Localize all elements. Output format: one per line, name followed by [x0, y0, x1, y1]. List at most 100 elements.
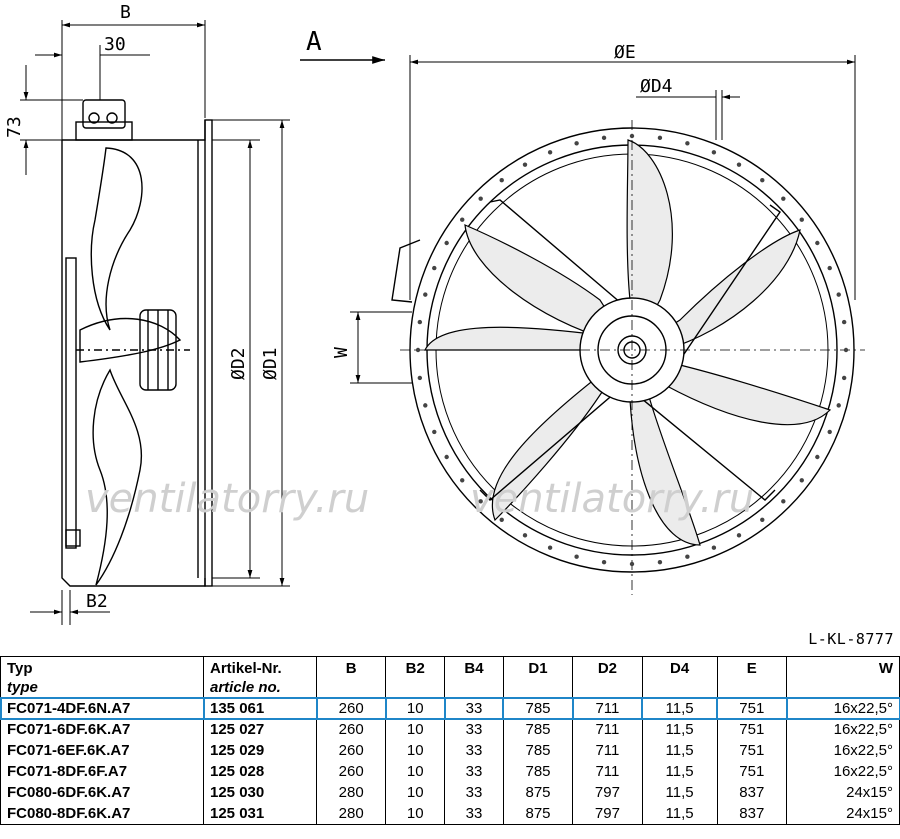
bolt-hole	[417, 375, 423, 381]
bolt-hole	[444, 454, 449, 460]
cell-d2: 711	[572, 719, 643, 740]
cell-d4: 11,5	[641, 761, 718, 782]
cell-d1: 785	[502, 719, 574, 740]
cell-b2: 10	[385, 761, 446, 782]
front-view	[391, 120, 865, 595]
col-article: Artikel-Nr.article no.	[203, 656, 317, 698]
cell-d2: 711	[571, 696, 644, 720]
cell-w: 16x22,5°	[786, 740, 900, 761]
col-d1: D1	[502, 656, 574, 698]
cell-b2: 10	[384, 696, 446, 720]
bolt-hole	[815, 240, 820, 246]
bolt-hole	[841, 319, 847, 325]
label-30: 30	[104, 34, 126, 55]
cell-d1: 875	[502, 803, 574, 825]
cell-d4: 11,5	[641, 803, 718, 825]
bolt-hole	[629, 561, 635, 567]
bolt-hole	[836, 292, 841, 297]
cell-article: 125 031	[203, 803, 317, 825]
bolt-hole	[432, 429, 437, 435]
label-d4: ØD4	[640, 76, 673, 97]
technical-drawing: B 30 73 ØD2 ØD1 B2 A ØE ØD4 W	[4, 2, 865, 625]
bolt-hole	[841, 375, 847, 381]
cell-type: FC071-6DF.6K.A7	[0, 719, 204, 740]
bolt-hole	[574, 554, 579, 559]
cell-w: 24x15°	[786, 782, 900, 803]
cell-e: 837	[716, 803, 788, 825]
label-b2: B2	[86, 591, 108, 612]
cell-b4: 33	[444, 761, 504, 782]
cell-w: 24x15°	[786, 803, 900, 825]
side-view	[61, 99, 213, 587]
cell-b4: 33	[443, 696, 505, 720]
bolt-hole	[547, 545, 553, 550]
cell-type: FC080-6DF.6K.A7	[0, 782, 204, 803]
bolt-hole	[711, 545, 717, 550]
cell-b2: 10	[385, 782, 446, 803]
bolt-hole	[423, 292, 428, 297]
label-w: W	[331, 347, 352, 358]
bolt-hole	[601, 135, 607, 141]
bolt-hole	[827, 429, 832, 435]
bolt-hole	[781, 499, 786, 504]
cell-d2: 797	[572, 782, 643, 803]
bolt-hole	[760, 178, 765, 183]
bolt-hole	[423, 403, 428, 408]
label-a: A	[306, 27, 322, 57]
cell-b: 280	[315, 782, 387, 803]
cell-b4: 33	[444, 803, 504, 825]
bolt-hole	[547, 150, 553, 155]
cell-e: 837	[716, 782, 788, 803]
bolt-hole	[478, 499, 483, 504]
bolt-hole	[836, 403, 841, 408]
bolt-hole	[629, 133, 635, 139]
cell-d4: 11,5	[641, 719, 718, 740]
drawing-reference: L-KL-8777	[808, 630, 894, 648]
watermark-right: ventilatorry.ru	[470, 476, 754, 522]
cell-b4: 33	[444, 740, 504, 761]
col-d4: D4	[641, 656, 718, 698]
bolt-hole	[432, 265, 437, 271]
cell-d1: 785	[502, 761, 574, 782]
cell-d2: 797	[572, 803, 643, 825]
cell-d2: 711	[572, 761, 643, 782]
label-e: ØE	[614, 42, 636, 63]
cell-d1: 875	[502, 782, 574, 803]
cell-w: 16x22,5°	[785, 696, 900, 720]
bolt-hole	[685, 554, 690, 559]
bolt-hole	[760, 517, 765, 522]
col-e: E	[716, 656, 788, 698]
bolt-hole	[685, 141, 690, 146]
bolt-hole	[827, 265, 832, 271]
bolt-hole	[601, 559, 607, 565]
cell-type: FC071-6EF.6K.A7	[0, 740, 204, 761]
bolt-hole	[522, 533, 528, 538]
cell-e: 751	[716, 696, 788, 720]
bolt-hole	[417, 319, 423, 325]
bolt-hole	[415, 347, 421, 353]
cell-e: 751	[716, 761, 788, 782]
bolt-hole	[522, 162, 528, 167]
label-b: B	[120, 2, 131, 23]
bolt-hole	[460, 217, 465, 222]
bolt-hole	[574, 141, 579, 146]
cell-e: 751	[716, 719, 788, 740]
bolt-hole	[460, 478, 465, 483]
front-dimensions	[300, 55, 856, 384]
bolt-hole	[736, 162, 742, 167]
bolt-hole	[799, 478, 804, 483]
cell-b2: 10	[385, 803, 446, 825]
bolt-holes	[415, 133, 849, 567]
col-w: W	[786, 656, 900, 698]
side-dimensions	[20, 20, 290, 625]
cell-b: 260	[315, 761, 387, 782]
bolt-hole	[711, 150, 717, 155]
cell-d1: 785	[502, 696, 574, 720]
cell-d1: 785	[502, 740, 574, 761]
bolt-hole	[815, 454, 820, 460]
col-d2: D2	[572, 656, 643, 698]
